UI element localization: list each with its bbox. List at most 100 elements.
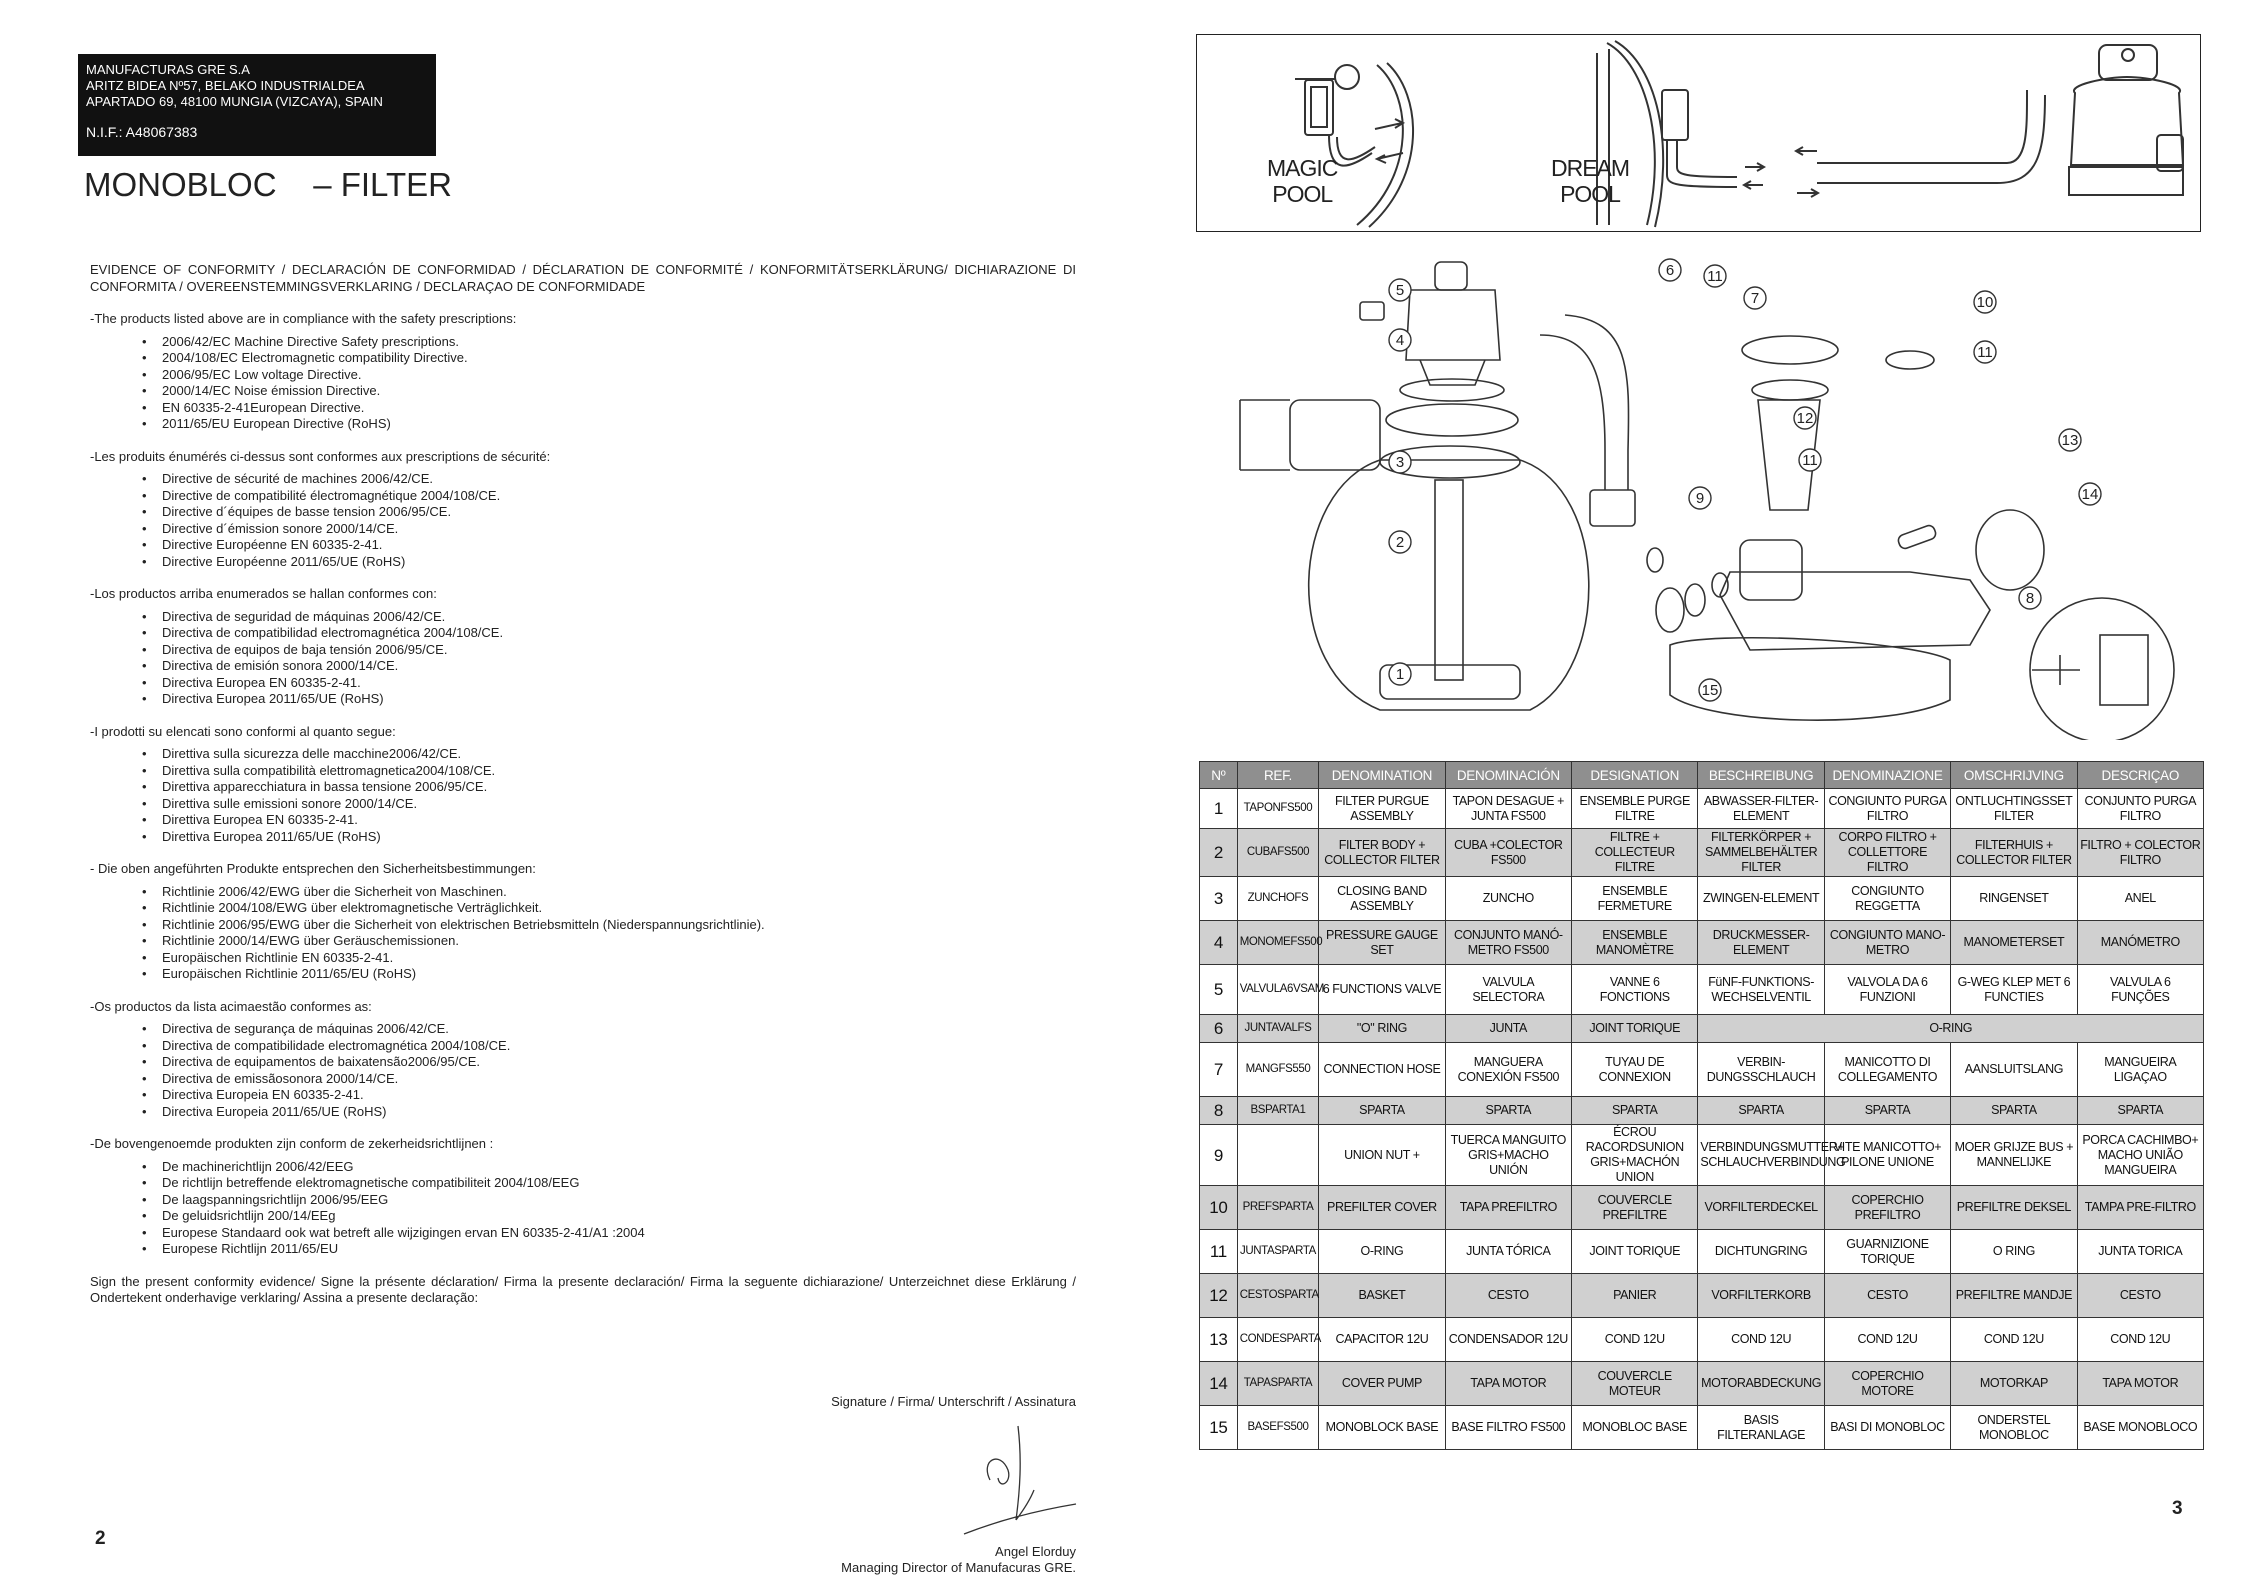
directive-item: Directiva Europea 2011/65/UE (RoHS) xyxy=(142,691,1076,708)
directive-item: Europese Standaard ook wat betreft alle … xyxy=(142,1225,1076,1242)
directive-item: De richtlijn betreffende elektromagnetis… xyxy=(142,1175,1076,1192)
table-cell: CONJUNTO MANÓ-METRO FS500 xyxy=(1444,920,1573,965)
part-callout: 3 xyxy=(1388,450,1412,474)
table-cell: SPARTA xyxy=(1444,1096,1573,1125)
table-cell: GUARNIZIONE TORIQUE xyxy=(1823,1229,1952,1274)
table-cell: CONGIUNTO REGGETTA xyxy=(1823,876,1952,921)
directive-item: Richtlinie 2004/108/EWG über elektromagn… xyxy=(142,900,1076,917)
dream-pool-label-line1: DREAM xyxy=(1551,155,1630,181)
directive-item: Directiva de compatibilidade electromagn… xyxy=(142,1038,1076,1055)
directive-item: Direttiva Europea 2011/65/UE (RoHS) xyxy=(142,829,1076,846)
table-cell: FüNF-FUNKTIONS-WECHSELVENTIL xyxy=(1697,964,1825,1015)
callout-number: 5 xyxy=(1396,282,1404,299)
table-cell: MONOBLOC BASE xyxy=(1571,1405,1699,1450)
table-cell: BASIS FILTERANLAGE xyxy=(1697,1405,1825,1450)
table-cell: MOTORABDECKUNG xyxy=(1697,1361,1825,1406)
table-cell: TUYAU DE CONNEXION xyxy=(1571,1042,1699,1097)
table-cell: COND 12U xyxy=(2076,1317,2205,1362)
magic-pool-label: MAGIC POOL xyxy=(1267,155,1338,207)
handwritten-signature xyxy=(963,1425,1077,1535)
part-callout: 7 xyxy=(1743,286,1767,310)
col-nl: OMSCHRIJVING xyxy=(1950,761,2078,789)
table-cell: BASE FILTRO FS500 xyxy=(1444,1405,1573,1450)
directive-item: 2006/42/EC Machine Directive Safety pres… xyxy=(142,334,1076,351)
table-cell: COND 12U xyxy=(1950,1317,2078,1362)
table-cell: ÉCROU RACORDSUNION GRIS+MACHÓN UNION xyxy=(1571,1124,1699,1186)
parts-table-header: Nº REF. DENOMINATION DENOMINACIÓN DESIGN… xyxy=(1199,761,2205,789)
magic-pool-illustration xyxy=(1295,62,1415,228)
table-cell: DRUCKMESSER-ELEMENT xyxy=(1697,920,1825,965)
table-cell: TAPONFS500 xyxy=(1236,788,1320,829)
table-cell: COUVERCLE PREFILTRE xyxy=(1571,1185,1699,1230)
directive-item: Richtlinie 2006/42/EWG über die Sicherhe… xyxy=(142,884,1076,901)
directive-item: Directive de compatibilité électromagnét… xyxy=(142,488,1076,505)
conformity-section: -Les produits énumérés ci-dessus sont co… xyxy=(90,449,1076,571)
table-cell: 6 xyxy=(1199,1014,1238,1043)
table-cell: VERBIN-DUNGSSCHLAUCH xyxy=(1697,1042,1825,1097)
table-cell: COND 12U xyxy=(1571,1317,1699,1362)
table-cell: MANGUERA CONEXIÓN FS500 xyxy=(1444,1042,1573,1097)
table-cell: CESTO xyxy=(1823,1273,1952,1318)
table-cell: TUERCA MANGUITO GRIS+MACHO UNIÓN xyxy=(1444,1124,1573,1186)
table-cell: MANGFS550 xyxy=(1236,1042,1320,1097)
callout-number: 14 xyxy=(2082,486,2099,503)
table-cell: ZUNCHO xyxy=(1444,876,1573,921)
callout-number: 12 xyxy=(1797,410,1814,427)
table-cell: SPARTA xyxy=(1823,1096,1952,1125)
dream-pool-label: DREAM POOL xyxy=(1551,155,1630,207)
table-cell: 6 FUNCTIONS VALVE xyxy=(1318,964,1446,1015)
directive-item: Europäischen Richtlinie EN 60335-2-41. xyxy=(142,950,1076,967)
table-cell: TAPA PREFILTRO xyxy=(1444,1185,1573,1230)
table-cell: CONJUNTO PURGA FILTRO xyxy=(2076,788,2205,829)
part-callout: 2 xyxy=(1388,530,1412,554)
table-cell: JUNTAVALFS xyxy=(1236,1014,1320,1043)
dream-pool-illustration xyxy=(1596,40,1767,228)
table-cell: CUBAFS500 xyxy=(1236,828,1320,877)
conformity-heading: EVIDENCE OF CONFORMITY / DECLARACIÓN DE … xyxy=(90,262,1076,294)
table-cell: FILTERHUIS + COLLECTOR FILTER xyxy=(1950,828,2078,877)
table-cell: CORPO FILTRO + COLLETTORE FILTRO xyxy=(1823,828,1952,877)
table-cell: 7 xyxy=(1199,1042,1238,1097)
directive-item: Directiva de equipamentos de baixatensão… xyxy=(142,1054,1076,1071)
directive-list: De machinerichtlijn 2006/42/EEGDe richtl… xyxy=(90,1159,1076,1258)
table-cell: TAPASPARTA xyxy=(1236,1361,1320,1406)
conformity-section: -I prodotti su elencati sono conformi al… xyxy=(90,724,1076,846)
table-cell: 9 xyxy=(1199,1124,1238,1186)
directive-item: Directiva de seguridad de máquinas 2006/… xyxy=(142,609,1076,626)
company-name: MANUFACTURAS GRE S.A xyxy=(86,62,250,77)
table-cell: JUNTA TÓRICA xyxy=(1444,1229,1573,1274)
directive-item: Directive de sécurité de machines 2006/4… xyxy=(142,471,1076,488)
table-cell: 14 xyxy=(1199,1361,1238,1406)
callout-number: 13 xyxy=(2062,432,2079,449)
directive-item: 2004/108/EC Electromagnetic compatibilit… xyxy=(142,350,1076,367)
magic-pool-label-line1: MAGIC xyxy=(1267,155,1338,181)
table-cell: BASKET xyxy=(1318,1273,1446,1318)
page-number-right: 3 xyxy=(2172,1498,2183,1519)
table-cell: FILTERKÖRPER + SAMMELBEHÄLTER FILTER xyxy=(1697,828,1825,877)
directive-item: Directive d´émission sonore 2000/14/CE. xyxy=(142,521,1076,538)
col-number: Nº xyxy=(1199,761,1238,789)
part-callout: 4 xyxy=(1388,328,1412,352)
section-intro: -I prodotti su elencati sono conformi al… xyxy=(90,723,396,739)
callout-number: 2 xyxy=(1396,534,1404,551)
table-cell: 10 xyxy=(1199,1185,1238,1230)
table-cell: COPERCHIO PREFILTRO xyxy=(1823,1185,1952,1230)
table-cell: JUNTA xyxy=(1444,1014,1573,1043)
signer-name: Angel Elorduy xyxy=(995,1544,1076,1559)
table-cell: 13 xyxy=(1199,1317,1238,1362)
directive-item: Directiva de emisión sonora 2000/14/CE. xyxy=(142,658,1076,675)
part-callout: 8 xyxy=(2018,586,2042,610)
directive-item: EN 60335-2-41European Directive. xyxy=(142,400,1076,417)
table-cell: PREFSPARTA xyxy=(1236,1185,1320,1230)
directive-item: Direttiva sulle emissioni sonore 2000/14… xyxy=(142,796,1076,813)
table-cell: CONDESPARTA xyxy=(1236,1317,1321,1362)
col-ref: REF. xyxy=(1236,761,1320,789)
